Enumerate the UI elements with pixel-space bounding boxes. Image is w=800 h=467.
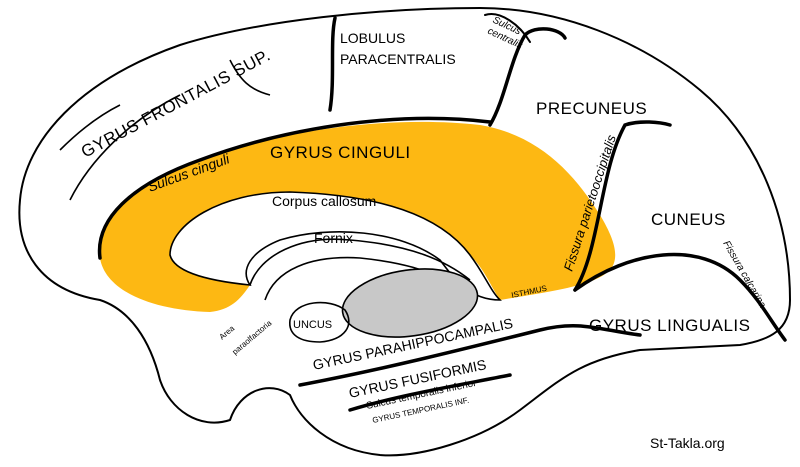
fissura-calcarina-line <box>573 252 787 342</box>
thalamus-region <box>341 268 479 338</box>
label-precuneus: PRECUNEUS <box>536 99 647 118</box>
gyrus-cinguli-region <box>99 121 616 312</box>
label-fornix: Fornix <box>314 230 353 246</box>
sulcus-cinguli <box>97 116 492 260</box>
watermark: St-Takla.org <box>650 435 725 451</box>
sulcus-collateral <box>298 324 642 387</box>
uncus-region <box>289 301 350 343</box>
label-gyrus-lingualis: GYRUS LINGUALIS <box>589 316 751 335</box>
sulcus-temporal-inf <box>348 373 512 412</box>
fissura-parietooccipitalis-line <box>573 120 672 292</box>
label-area: Area <box>218 323 237 341</box>
label-fissura-calcarina: Fissura calcarina <box>720 239 768 310</box>
label-paracentralis: PARACENTRALIS <box>340 51 456 67</box>
label-corpus-callosum: Corpus callosum <box>272 193 376 209</box>
sulcus-centralis <box>484 13 531 43</box>
sulcus-paracentral <box>328 16 337 112</box>
label-lobulus: LOBULUS <box>340 30 405 46</box>
brain-outline <box>18 6 792 457</box>
fornix-line <box>249 238 471 286</box>
label-gyrus-cinguli: GYRUS CINGULI <box>270 143 411 162</box>
label-paraolfactoria: paraolfactoria <box>231 318 274 356</box>
label-cuneus: CUNEUS <box>651 210 726 229</box>
sulcus-frontal <box>59 59 271 201</box>
label-uncus: UNCUS <box>293 319 332 331</box>
